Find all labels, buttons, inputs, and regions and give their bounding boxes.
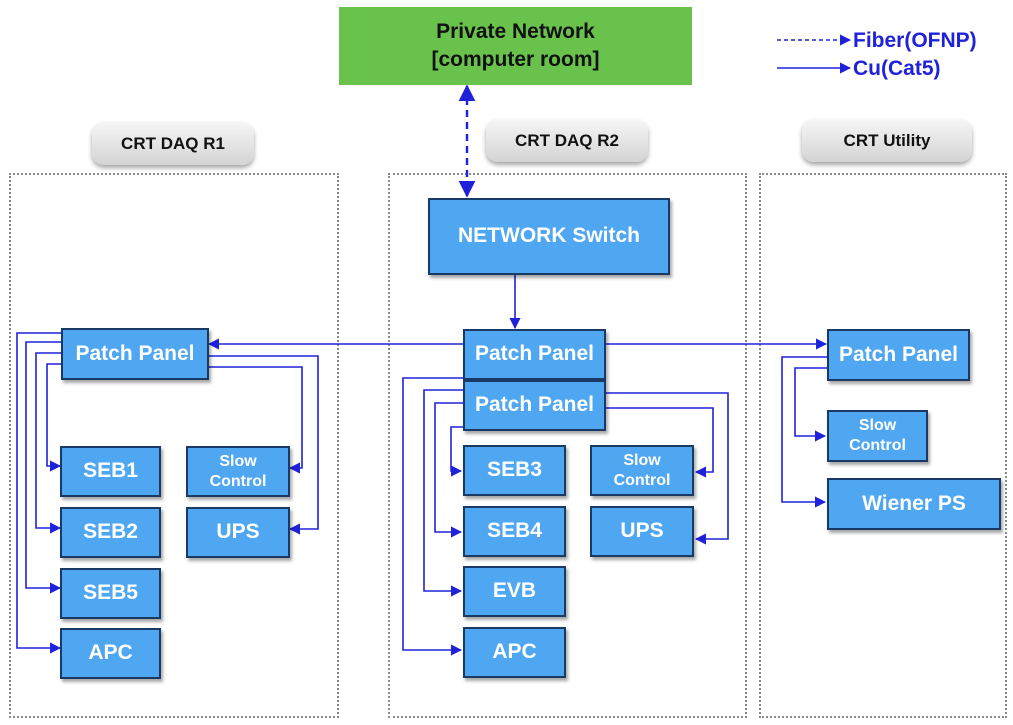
- r1-patch-panel: Patch Panel: [61, 328, 209, 380]
- r2-apc-link: [402, 377, 463, 656]
- r1-apc-link: [16, 332, 62, 654]
- rack-tag-utility: CRT Utility: [802, 119, 972, 162]
- utility-slow-control: Slow Control: [827, 410, 928, 462]
- rack-tag-r2: CRT DAQ R2: [486, 119, 648, 162]
- r1-slow-control-link: [209, 366, 303, 474]
- rack-zone-r1: [9, 173, 339, 718]
- r1-apc: APC: [60, 628, 161, 679]
- r2-seb4-link: [434, 402, 463, 538]
- r2-patch-panel-top: Patch Panel: [463, 329, 606, 380]
- r2-ups: UPS: [590, 506, 694, 557]
- r1-ups-link: [209, 355, 319, 535]
- utility-wiener-ps: Wiener PS: [827, 478, 1001, 530]
- r1-seb1-link: [46, 363, 62, 472]
- private-network-box: Private Network [computer room]: [339, 7, 692, 85]
- utility-wiener-link: [781, 356, 827, 508]
- rack-tag-r1: CRT DAQ R1: [92, 122, 254, 165]
- r2-evb-link: [423, 389, 463, 597]
- r1-seb5: SEB5: [60, 568, 161, 619]
- r2-apc: APC: [463, 627, 566, 678]
- r2-seb3-link: [450, 426, 463, 477]
- r2-slow-control-link: [606, 407, 714, 478]
- r2-network-switch: NETWORK Switch: [428, 198, 670, 275]
- r1-slow-control: Slow Control: [186, 446, 290, 497]
- legend-fiber-label: Fiber(OFNP): [853, 29, 977, 52]
- r2-slow-control: Slow Control: [590, 445, 694, 496]
- r2-patch-panel-bottom: Patch Panel: [463, 380, 606, 431]
- r1-seb2: SEB2: [60, 507, 161, 558]
- r1-seb2-link: [35, 352, 62, 534]
- legend-cu-label: Cu(Cat5): [853, 57, 941, 80]
- r1-ups: UPS: [186, 507, 290, 558]
- r1-seb5-link: [25, 341, 62, 594]
- utility-slow-control-link: [794, 367, 827, 442]
- r2-seb3: SEB3: [463, 445, 566, 496]
- rack-zone-utility: [759, 173, 1007, 718]
- r2-evb: EVB: [463, 566, 566, 617]
- rack-zone-r2: [388, 173, 747, 718]
- r2-ups-link: [606, 392, 729, 545]
- r2-seb4: SEB4: [463, 506, 566, 557]
- r1-seb1: SEB1: [60, 446, 161, 497]
- utility-patch-panel: Patch Panel: [827, 329, 970, 381]
